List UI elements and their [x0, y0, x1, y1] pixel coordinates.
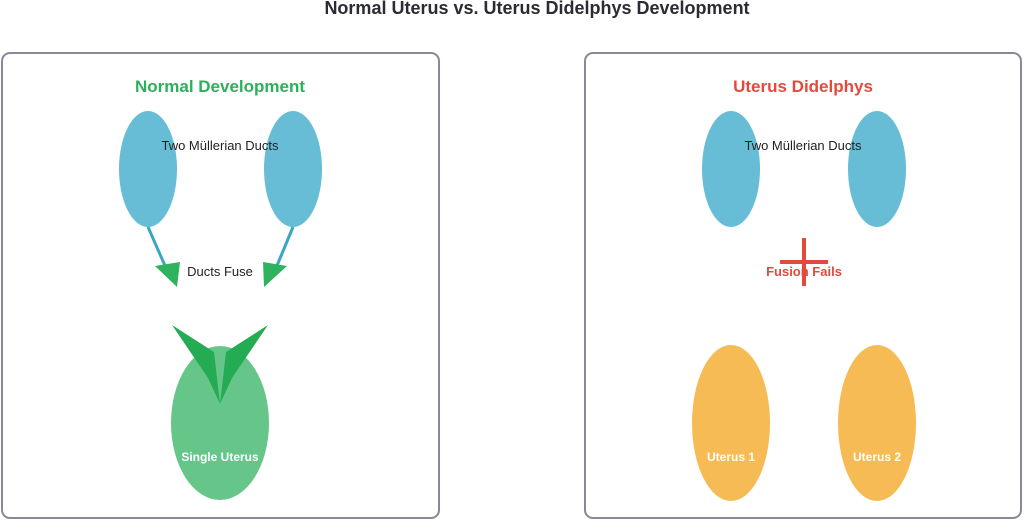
normal-development-panel: Normal Development Two Müllerian Ducts D…	[1, 52, 440, 519]
fused-ducts-v-shape	[172, 325, 268, 404]
right-fuse-arrow-shaft	[274, 226, 295, 269]
ducts-fuse-label: Ducts Fuse	[187, 264, 253, 279]
didelphys-right-mullerian-duct	[848, 111, 906, 227]
normal-panel-frame	[1, 52, 440, 519]
didelphys-left-mullerian-duct	[702, 111, 760, 227]
didelphys-panel-title: Uterus Didelphys	[733, 77, 873, 96]
diagram-title: Normal Uterus vs. Uterus Didelphys Devel…	[324, 0, 749, 18]
right-fuse-arrow-head	[263, 262, 287, 287]
uterus-1-label: Uterus 1	[707, 450, 755, 464]
uterus-2-shape	[838, 345, 916, 501]
left-fuse-arrow-head	[155, 262, 180, 287]
fusion-fails-label: Fusion Fails	[766, 264, 842, 279]
left-fuse-arrow-shaft	[146, 226, 168, 269]
uterus-1-shape	[692, 345, 770, 501]
normal-ducts-label: Two Müllerian Ducts	[161, 138, 279, 153]
uterus-didelphys-panel: Uterus Didelphys Two Müllerian Ducts Fus…	[584, 52, 1022, 519]
left-mullerian-duct	[119, 111, 177, 227]
single-uterus-label: Single Uterus	[181, 450, 259, 464]
didelphys-ducts-label: Two Müllerian Ducts	[744, 138, 862, 153]
right-mullerian-duct	[264, 111, 322, 227]
normal-panel-title: Normal Development	[135, 77, 305, 96]
uterus-2-label: Uterus 2	[853, 450, 901, 464]
single-uterus-shape	[171, 346, 269, 500]
